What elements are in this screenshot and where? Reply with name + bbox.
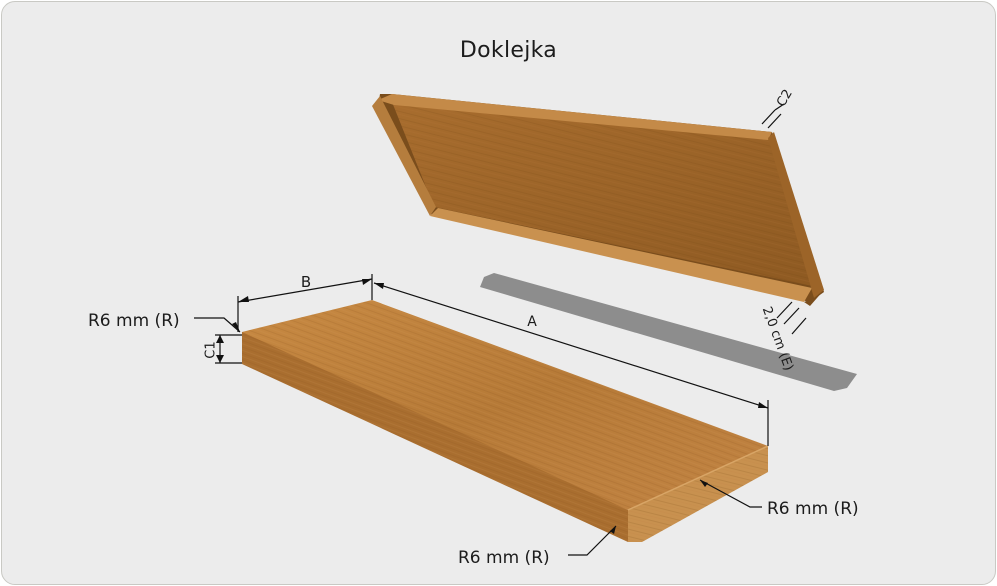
label-c1: C1 — [204, 341, 219, 358]
lower-board — [242, 300, 769, 542]
dimension-lines — [194, 103, 807, 556]
label-a: A — [527, 314, 537, 330]
diagram-title: Doklejka — [459, 38, 558, 63]
shadow-strip — [480, 273, 857, 391]
label-r-top-left: R6 mm (R) — [88, 311, 180, 331]
label-b: B — [301, 273, 311, 291]
upper-tray — [372, 94, 824, 306]
label-r-right: R6 mm (R) — [767, 499, 859, 519]
label-r-bottom: R6 mm (R) — [458, 548, 550, 568]
label-c2: C2 — [774, 87, 796, 110]
